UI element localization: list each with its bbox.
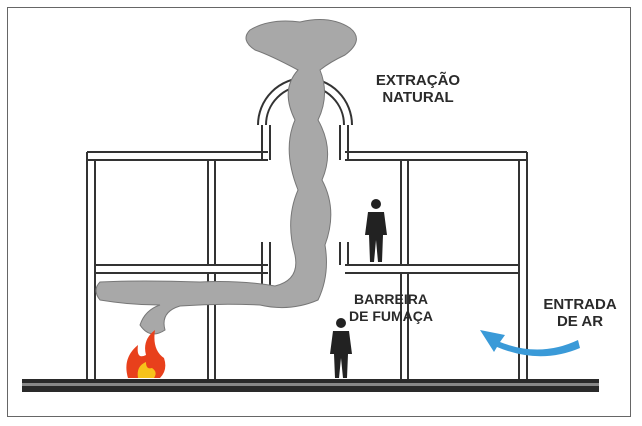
extraction-label-line2: NATURAL bbox=[382, 89, 454, 106]
smoke-plume bbox=[95, 19, 357, 335]
fire-icon bbox=[126, 330, 166, 378]
diagram-frame bbox=[7, 7, 631, 417]
air-inlet-arrow-icon bbox=[480, 330, 580, 357]
person-icon-lower bbox=[330, 318, 352, 378]
person-icon-upper bbox=[365, 199, 387, 262]
extraction-label-line1: EXTRAÇÃO bbox=[375, 72, 461, 89]
air-label-line1: ENTRADA bbox=[543, 296, 617, 313]
air-label-line2: DE AR bbox=[556, 313, 604, 330]
smoke-barrier-label: BARREIRA DE FUMAÇA bbox=[346, 291, 436, 325]
barrier-label-line2: DE FUMAÇA bbox=[349, 308, 433, 324]
barrier-label-line1: BARREIRA bbox=[354, 291, 428, 307]
extraction-label: EXTRAÇÃO NATURAL bbox=[368, 72, 468, 106]
air-inlet-label: ENTRADA DE AR bbox=[540, 296, 620, 330]
